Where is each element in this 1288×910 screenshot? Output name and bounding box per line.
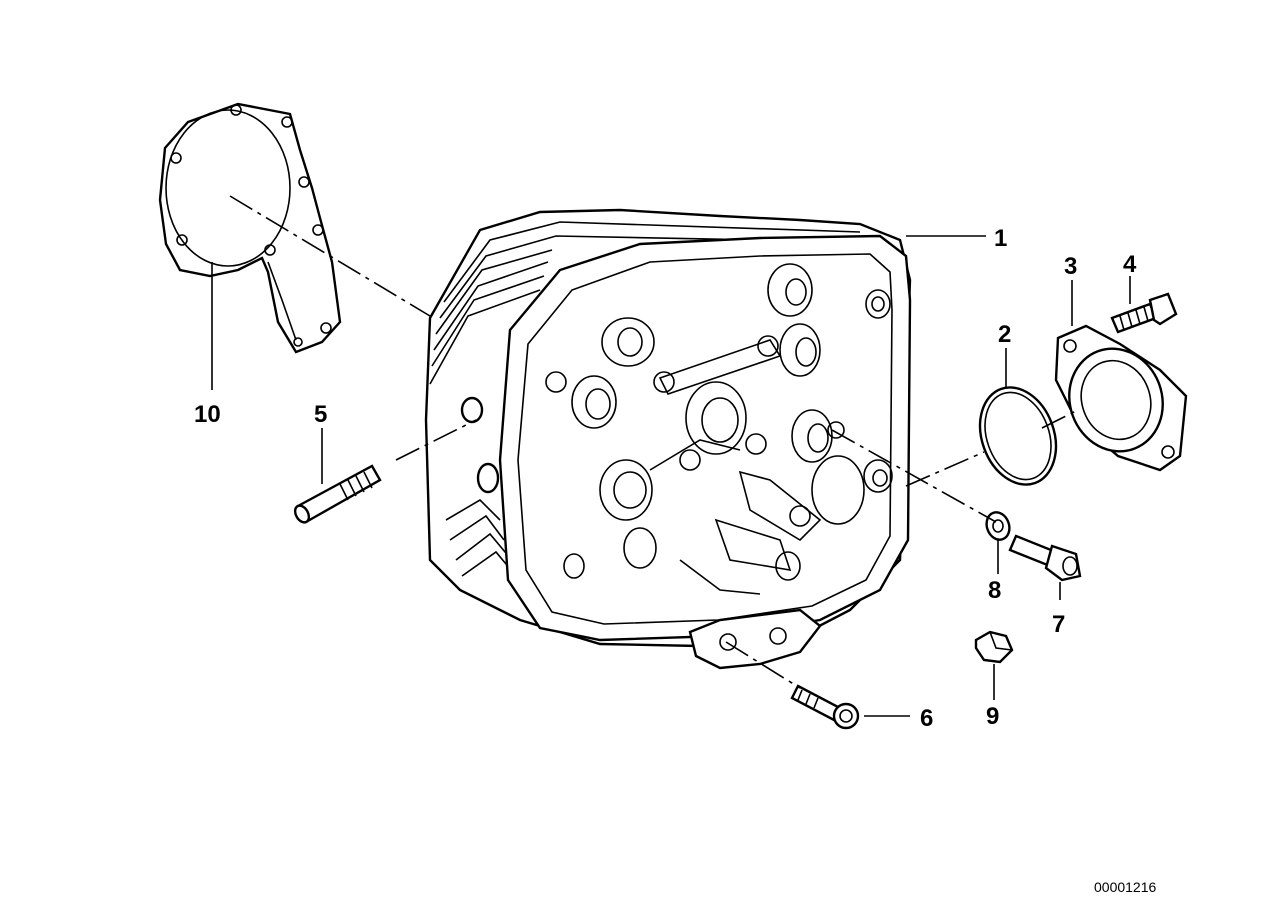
flange-part-3: [1054, 324, 1188, 472]
callout-4: 4: [1123, 251, 1137, 278]
callout-6: 6: [920, 705, 933, 732]
screw-part-7: [1008, 534, 1082, 582]
plug-part-9: [974, 630, 1014, 664]
callout-8: 8: [988, 577, 1001, 604]
o-ring-part-2: [978, 386, 1058, 486]
leader-lines: [211, 195, 1131, 717]
head-gasket-part-10: [158, 102, 342, 354]
bolt-part-6: [790, 684, 860, 730]
stud-part-5: [293, 464, 382, 524]
callout-3: 3: [1064, 253, 1077, 280]
callout-5: 5: [314, 401, 327, 428]
callout-1: 1: [994, 225, 1007, 252]
bolt-part-4: [1110, 292, 1178, 334]
callout-7: 7: [1052, 611, 1065, 638]
callout-2: 2: [998, 321, 1011, 348]
cylinder-head-part-1: [424, 208, 912, 670]
callout-10: 10: [194, 401, 221, 428]
callout-9: 9: [986, 703, 999, 730]
diagram-reference-number: 00001216: [1094, 879, 1157, 895]
washer-part-8: [985, 511, 1011, 541]
